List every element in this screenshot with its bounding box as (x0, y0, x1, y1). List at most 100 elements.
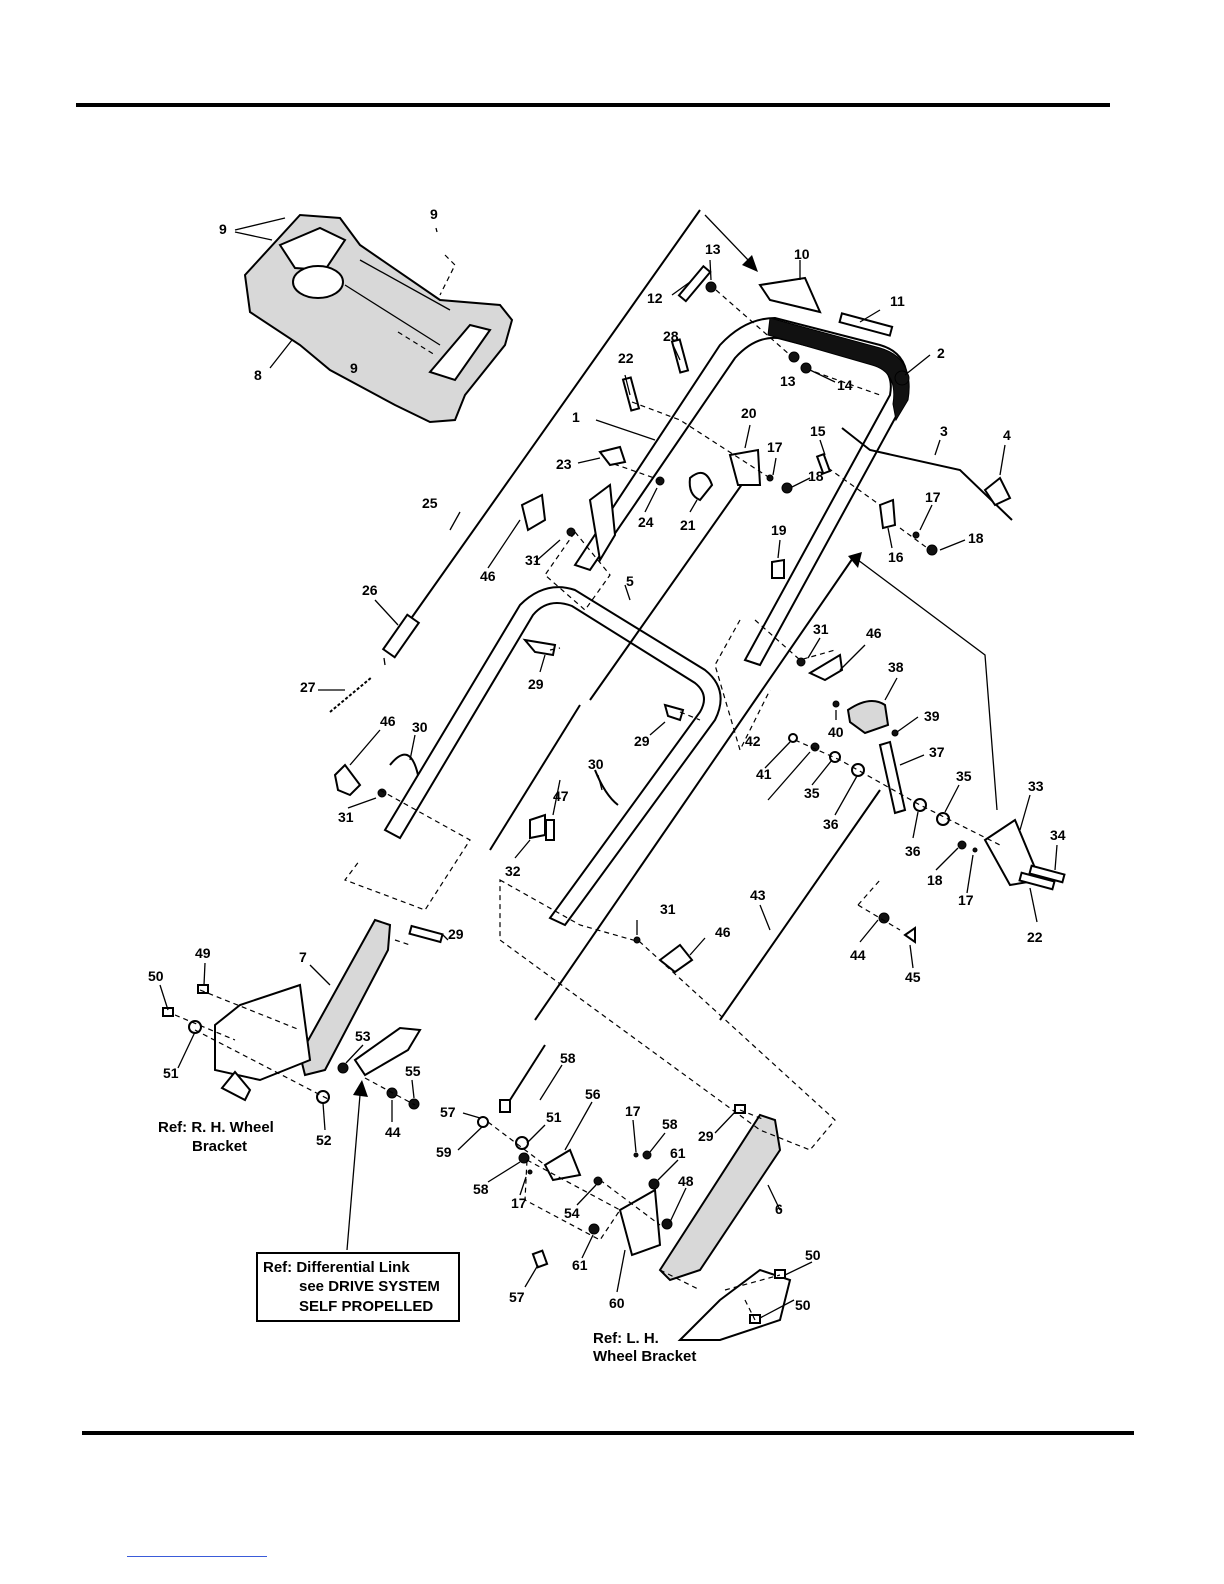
callout-38: 38 (888, 659, 904, 675)
ref-rh-wheel-line1: Ref: R. H. Wheel (158, 1119, 274, 1136)
leader-lines (159, 214, 1058, 1322)
ref-differential-line3: SELF PROPELLED (299, 1298, 433, 1315)
callout-13: 13 (705, 241, 721, 257)
callout-23: 23 (556, 456, 572, 472)
dashed-assembly-lines (174, 254, 1001, 1321)
lh-wheel-bracket (477, 1099, 792, 1341)
reference-notes: Ref: R. H. Wheel Bracket Ref: L. H. Whee… (158, 1119, 696, 1365)
callout-44: 44 (385, 1124, 401, 1140)
callout-18: 18 (927, 872, 943, 888)
callout-2: 2 (937, 345, 945, 361)
callout-18: 18 (968, 530, 984, 546)
ref-lh-wheel-line1: Ref: L. H. (593, 1330, 659, 1347)
callout-19: 19 (771, 522, 787, 538)
callout-43: 43 (750, 887, 766, 903)
callout-44: 44 (850, 947, 866, 963)
cable-3 (841, 427, 1013, 521)
callout-29: 29 (698, 1128, 714, 1144)
callout-52: 52 (316, 1132, 332, 1148)
callout-17: 17 (925, 489, 941, 505)
callout-41: 41 (756, 766, 772, 782)
differential-ref-box (256, 1252, 460, 1322)
callout-37: 37 (929, 744, 945, 760)
ref-lh-wheel-line2: Wheel Bracket (593, 1348, 696, 1365)
callout-40: 40 (828, 724, 844, 740)
callout-58: 58 (662, 1116, 678, 1132)
callout-57: 57 (440, 1104, 456, 1120)
callout-17: 17 (625, 1103, 641, 1119)
callout-61: 61 (572, 1257, 588, 1273)
cable-adjuster-26 (381, 613, 421, 659)
callout-33: 33 (1028, 778, 1044, 794)
callout-34: 34 (1050, 827, 1066, 843)
callout-58: 58 (560, 1050, 576, 1066)
spring-27 (329, 676, 373, 713)
callout-31: 31 (660, 901, 676, 917)
callout-9: 9 (350, 360, 358, 376)
callout-22: 22 (618, 350, 634, 366)
callout-15: 15 (810, 423, 826, 439)
callout-61: 61 (670, 1145, 686, 1161)
callout-17: 17 (767, 439, 783, 455)
callout-39: 39 (924, 708, 940, 724)
callout-57: 57 (509, 1289, 525, 1305)
callout-31: 31 (525, 552, 541, 568)
bottom-link-underline[interactable] (127, 1556, 267, 1557)
callout-46: 46 (866, 625, 882, 641)
callout-11: 11 (890, 293, 905, 309)
handle-console-part (243, 213, 514, 424)
callout-36: 36 (823, 816, 839, 832)
callout-30: 30 (588, 756, 604, 772)
callout-13: 13 (780, 373, 796, 389)
callout-31: 31 (813, 621, 829, 637)
upper-handle-part (573, 316, 910, 667)
callout-29: 29 (528, 676, 544, 692)
callout-46: 46 (380, 713, 396, 729)
top-rule (76, 103, 1110, 107)
callout-9: 9 (219, 221, 227, 237)
callout-16: 16 (888, 549, 904, 565)
callout-31: 31 (338, 809, 354, 825)
callout-51: 51 (546, 1109, 562, 1125)
callout-56: 56 (585, 1086, 601, 1102)
cable-25 (409, 209, 701, 621)
drive-cable (534, 554, 856, 1021)
callout-48: 48 (678, 1173, 694, 1189)
callout-9: 9 (430, 206, 438, 222)
callout-5: 5 (626, 573, 634, 589)
callout-46: 46 (715, 924, 731, 940)
callout-22: 22 (1027, 929, 1043, 945)
callout-50: 50 (795, 1297, 811, 1313)
control-rod (589, 479, 746, 701)
callout-55: 55 (405, 1063, 421, 1079)
callout-42: 42 (745, 733, 761, 749)
callout-12: 12 (647, 290, 663, 306)
callout-36: 36 (905, 843, 921, 859)
callout-17: 17 (958, 892, 974, 908)
callout-47: 47 (553, 788, 569, 804)
callout-21: 21 (680, 517, 696, 533)
callout-17: 17 (511, 1195, 527, 1211)
callout-53: 53 (355, 1028, 371, 1044)
callout-14: 14 (837, 377, 853, 393)
callout-27: 27 (300, 679, 316, 695)
ref-rh-wheel-line2: Bracket (192, 1138, 247, 1155)
link-58 (509, 1044, 546, 1101)
callout-35: 35 (956, 768, 972, 784)
callout-29: 29 (448, 926, 464, 942)
callout-54: 54 (564, 1205, 580, 1221)
callout-50: 50 (805, 1247, 821, 1263)
callout-1: 1 (572, 409, 580, 425)
callout-24: 24 (638, 514, 654, 530)
callout-30: 30 (412, 719, 428, 735)
callout-10: 10 (794, 246, 810, 262)
callout-26: 26 (362, 582, 378, 598)
callout-59: 59 (436, 1144, 452, 1160)
callout-51: 51 (163, 1065, 179, 1081)
callout-20: 20 (741, 405, 757, 421)
callout-46: 46 (480, 568, 496, 584)
callout-35: 35 (804, 785, 820, 801)
lower-handle-part (383, 586, 722, 927)
callout-45: 45 (905, 969, 921, 985)
